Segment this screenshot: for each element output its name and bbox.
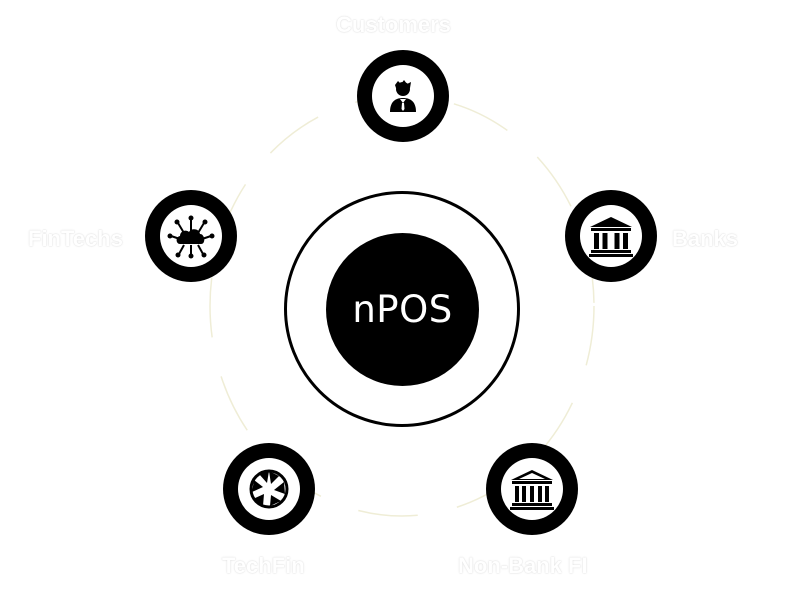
label-nonbank-fi: Non-Bank FI bbox=[458, 553, 588, 578]
label-techfin: TechFin bbox=[222, 553, 305, 578]
node-techfin bbox=[223, 443, 315, 535]
cloud-network-icon bbox=[167, 215, 215, 259]
label-banks: Banks bbox=[672, 226, 739, 251]
bank-icon bbox=[589, 217, 633, 257]
label-fintechs: FinTechs bbox=[28, 226, 123, 251]
aperture-icon bbox=[249, 469, 289, 509]
institution-icon bbox=[510, 470, 554, 510]
node-nonbank-fi bbox=[486, 443, 578, 535]
center-ring bbox=[284, 191, 520, 427]
center-label: nPOS bbox=[352, 288, 453, 331]
node-banks bbox=[565, 190, 657, 282]
customer-icon bbox=[390, 80, 416, 112]
label-customers: Customers bbox=[336, 12, 451, 37]
node-customers bbox=[357, 50, 449, 142]
center-node: nPOS bbox=[326, 233, 479, 386]
node-fintechs bbox=[145, 190, 237, 282]
